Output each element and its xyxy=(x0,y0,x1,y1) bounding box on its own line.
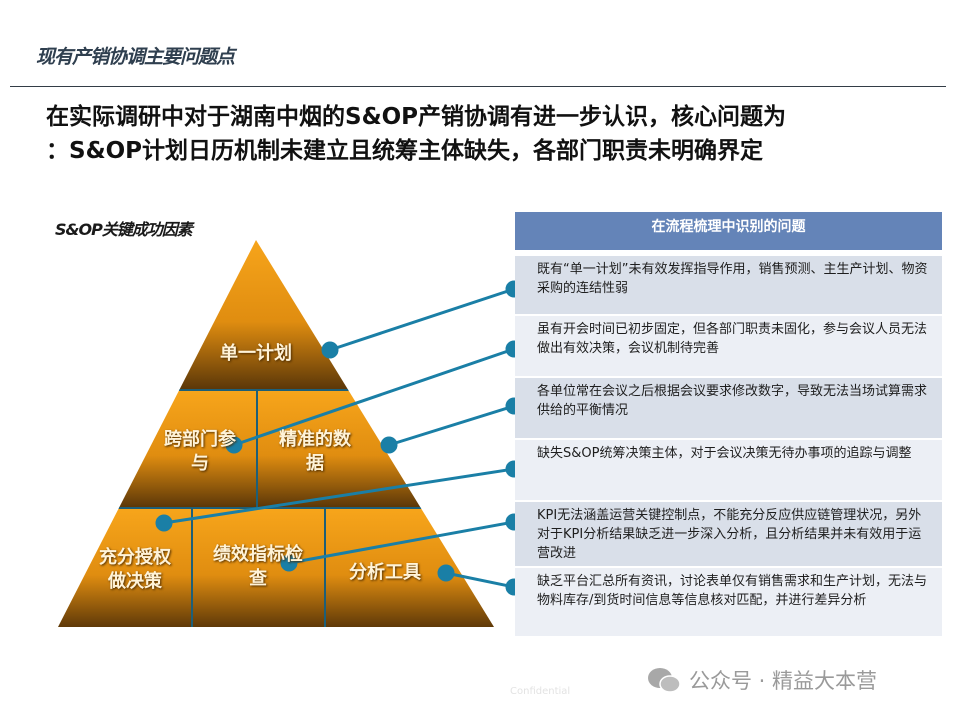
headline-line-2: ：S&OP计划日历机制未建立且统筹主体缺失，各部门职责未明确界定 xyxy=(46,138,764,164)
connector-line-5 xyxy=(288,520,515,565)
confidential-label: Confidential xyxy=(510,686,571,697)
tier-label-kpi-review: 绩效指标检 查 xyxy=(198,543,318,591)
connector-line-4 xyxy=(163,467,515,525)
watermark-text: 公众号 · 精益大本营 xyxy=(689,669,878,693)
issue-item: 各单位常在会议之后根据会议要求修改数字，导致无法当场试算需求供给的平衡情况 xyxy=(515,378,942,438)
issue-item: 既有“单一计划”未有效发挥指导作用，销售预测、主生产计划、物资采购的连结性弱 xyxy=(515,256,942,314)
wechat-icon xyxy=(648,668,681,693)
issue-item: 缺乏平台汇总所有资讯，讨论表单仅有销售需求和生产计划，无法与物料库存/到货时间信… xyxy=(515,568,942,636)
headline-line-1: 在实际调研中对于湖南中烟的S&OP产销协调有进一步认识，核心问题为 xyxy=(46,104,787,130)
tier-label-line: 绩效指标检 xyxy=(213,544,303,565)
tier-label-accurate-data: 精准的数 据 xyxy=(255,428,375,476)
headline: 在实际调研中对于湖南中烟的S&OP产销协调有进一步认识，核心问题为 ：S&OP计… xyxy=(46,100,926,168)
tier-label-analysis-tools: 分析工具 xyxy=(349,562,421,583)
slide-title: 现有产销协调主要问题点 xyxy=(36,46,235,68)
tier-label-empowerment: 充分授权 做决策 xyxy=(80,546,190,594)
issues-panel: 在流程梳理中识别的问题 既有“单一计划”未有效发挥指导作用，销售预测、主生产计划… xyxy=(515,212,942,638)
connector-line-6 xyxy=(445,571,515,589)
tier-label-line: 查 xyxy=(249,568,267,589)
connector-dot xyxy=(280,554,298,572)
tier-label-line: 充分授权 xyxy=(99,547,171,568)
connector-line-3 xyxy=(388,404,515,447)
watermark: 公众号 · 精益大本营 xyxy=(647,665,877,695)
tier-label-single-plan: 单一计划 xyxy=(220,343,292,364)
connector-dot xyxy=(380,436,398,454)
connector-dot xyxy=(321,341,339,359)
issues-header: 在流程梳理中识别的问题 xyxy=(515,212,942,256)
connector-line-2 xyxy=(233,347,515,447)
tier-label-line: 与 xyxy=(191,453,209,474)
connector-dot xyxy=(225,436,243,454)
tier-label-line: 跨部门参 xyxy=(164,429,236,450)
tier-label-line: 精准的数 xyxy=(279,429,351,450)
connector-dot xyxy=(437,564,455,582)
tier-label-line: 据 xyxy=(306,453,324,474)
title-divider xyxy=(10,86,946,87)
issue-item: 虽有开会时间已初步固定，但各部门职责未固化，参与会议人员无法做出有效决策，会议机… xyxy=(515,316,942,376)
connector-dot xyxy=(155,514,173,532)
tier-label-cross-dept: 跨部门参 与 xyxy=(140,428,260,476)
issue-item: 缺失S&OP统筹决策主体，对于会议决策无待办事项的追踪与调整 xyxy=(515,440,942,500)
connector-line-1 xyxy=(329,287,515,352)
pyramid-title: S&OP关键成功因素 xyxy=(55,220,193,239)
issue-item: KPI无法涵盖运营关键控制点，不能充分反应供应链管理状况，另外对于KPI分析结果… xyxy=(515,502,942,566)
tier-label-line: 做决策 xyxy=(108,571,162,592)
pyramid-tier-bot-mid xyxy=(193,509,325,627)
